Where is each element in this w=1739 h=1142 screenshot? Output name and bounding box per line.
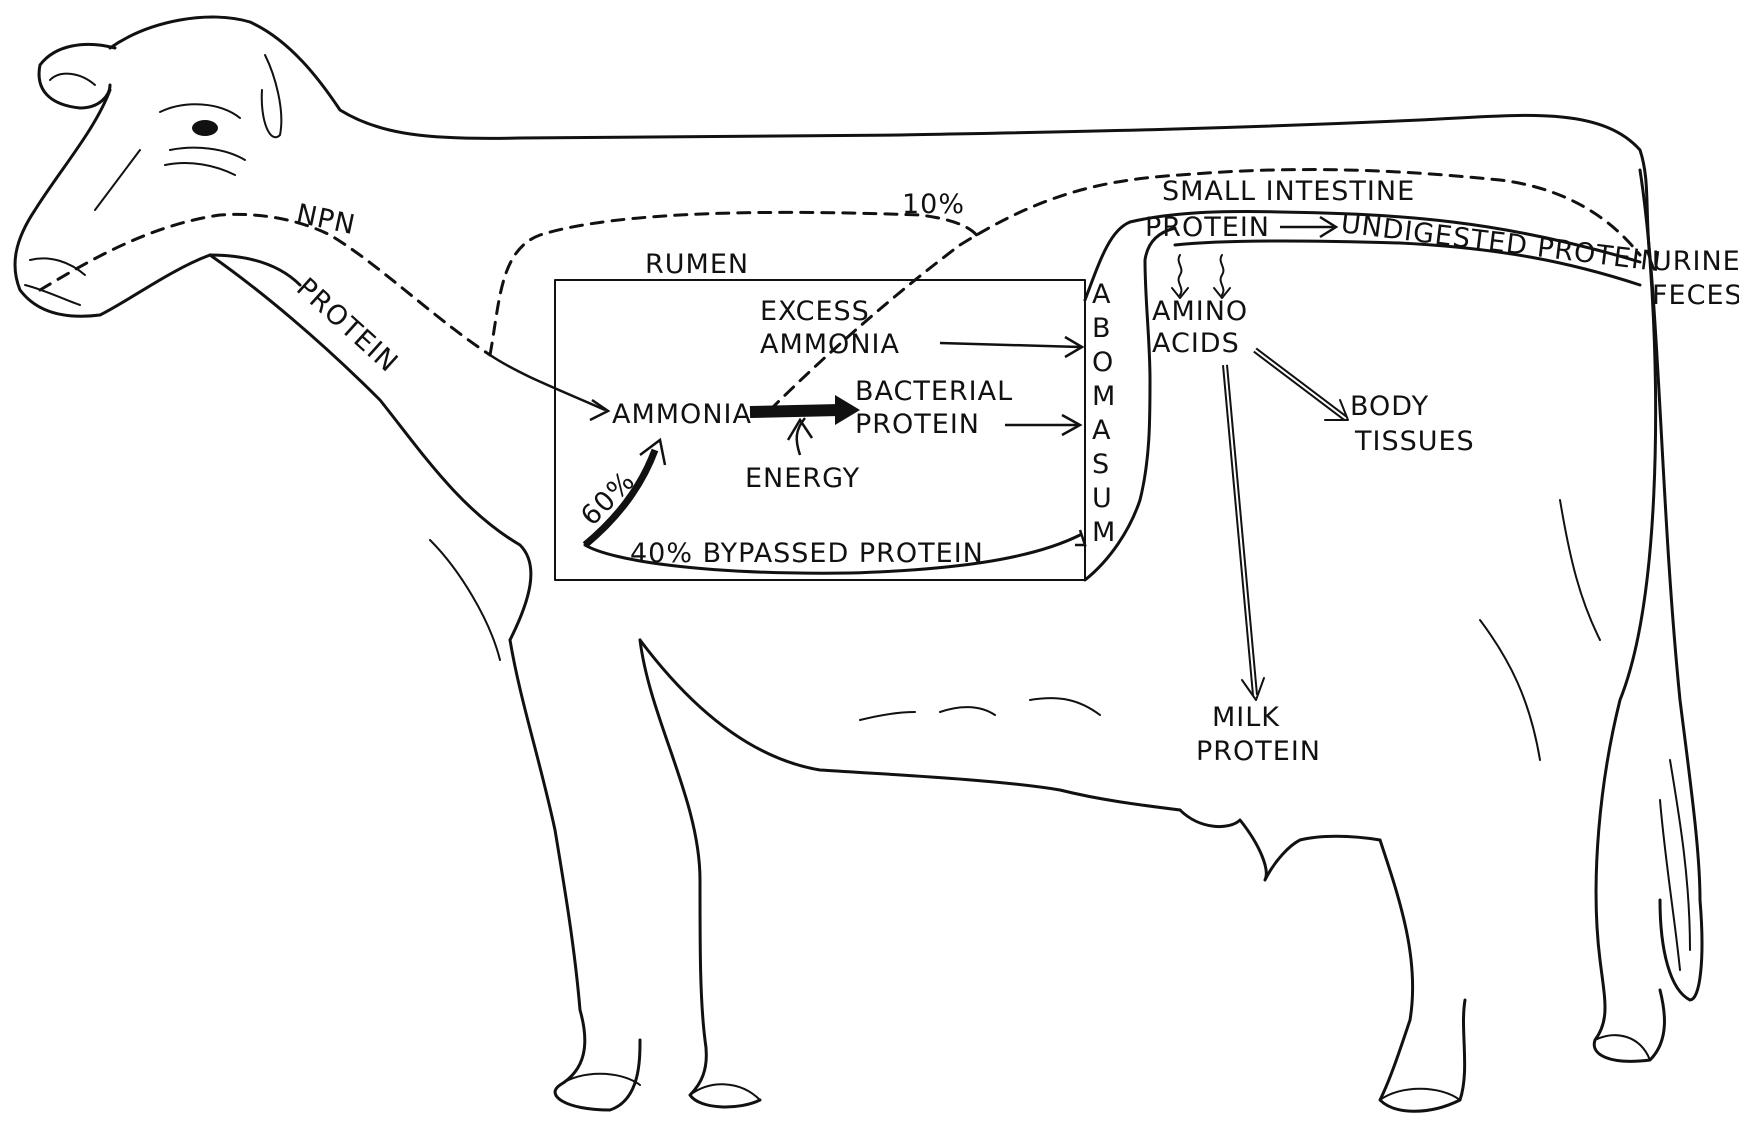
face-wrinkle: [95, 150, 140, 210]
tail-switch: [1660, 760, 1690, 970]
npn-return-path: [490, 212, 980, 355]
cow-shoulder: [430, 540, 500, 660]
cow-eye: [192, 120, 218, 136]
label-excess-ammonia: AMMONIA: [760, 329, 900, 360]
flow-arrows: [490, 217, 1348, 700]
cow-ear: [39, 44, 115, 108]
label-ten-pct: 10%: [902, 189, 965, 220]
label-rumen: RUMEN: [645, 249, 749, 280]
cow-face: [15, 90, 300, 316]
cow-front-leg-right: [640, 640, 760, 1107]
cow-rear-leg-far: [1594, 260, 1664, 1061]
label-amino: AMINO: [1152, 296, 1248, 327]
label-feces: FECES: [1652, 280, 1739, 311]
label-si-protein: PROTEIN: [1145, 212, 1270, 243]
label-excess: EXCESS: [760, 296, 870, 327]
label-urine: URINE: [1652, 246, 1739, 277]
abomasum-letter: M: [1092, 381, 1116, 412]
energy-arrow: [788, 418, 812, 455]
label-npn: NPN: [294, 199, 359, 242]
npn-arrowhead: [590, 400, 608, 420]
cow-neck: [210, 255, 531, 640]
cow-rear-hoof: [1380, 1035, 1650, 1100]
abomasum-letter: S: [1092, 449, 1110, 480]
cow-hock: [1480, 500, 1600, 760]
label-bypassed: 40% BYPASSED PROTEIN: [630, 538, 984, 569]
label-acids: ACIDS: [1152, 328, 1240, 359]
abomasum-letter: O: [1092, 347, 1114, 378]
ammonia-to-bacterial-arrow: [750, 410, 840, 412]
cow-udder: [1180, 810, 1380, 880]
label-milk: MILK: [1212, 702, 1280, 733]
abomasum-letter: A: [1092, 415, 1111, 446]
absorb-squiggle-2: [1221, 255, 1224, 295]
label-ammonia: AMMONIA: [612, 399, 752, 430]
label-body: BODY: [1350, 391, 1429, 422]
cow-front-hoof: [560, 1074, 760, 1100]
label-undigested: UNDIGESTED PROTEIN: [1339, 208, 1663, 278]
abomasum-letter: B: [1092, 313, 1112, 344]
npn-to-ammonia-arrow: [490, 355, 605, 410]
label-bacterial: BACTERIAL: [855, 376, 1013, 407]
cow-rear-leg: [1380, 840, 1465, 1111]
muzzle: [25, 258, 85, 305]
label-small-intestine: SMALL INTESTINE: [1162, 176, 1415, 207]
npn-path: [40, 214, 490, 355]
cow-poll: [262, 55, 282, 137]
excess-to-abomasum-arrow: [940, 343, 1080, 347]
abomasum-letter: U: [1092, 483, 1113, 514]
abomasum-letter: A: [1092, 279, 1111, 310]
cow-belly: [640, 640, 1180, 810]
label-energy: ENERGY: [745, 463, 860, 494]
label-milk-protein: PROTEIN: [1196, 736, 1321, 767]
belly-marks: [860, 698, 1100, 720]
ear-inner: [50, 74, 95, 85]
abomasum-letter: M: [1092, 517, 1116, 548]
absorb-squiggle-1: [1179, 255, 1182, 295]
label-bacterial-protein: PROTEIN: [855, 409, 980, 440]
labels: NPN PROTEIN RUMEN 10% EXCESS AMMONIA AMM…: [290, 176, 1739, 767]
eye-lids: [160, 104, 245, 175]
label-tissues: TISSUES: [1354, 426, 1475, 457]
cow-front-leg-left: [510, 640, 640, 1110]
label-protein-feed: PROTEIN: [290, 272, 404, 379]
